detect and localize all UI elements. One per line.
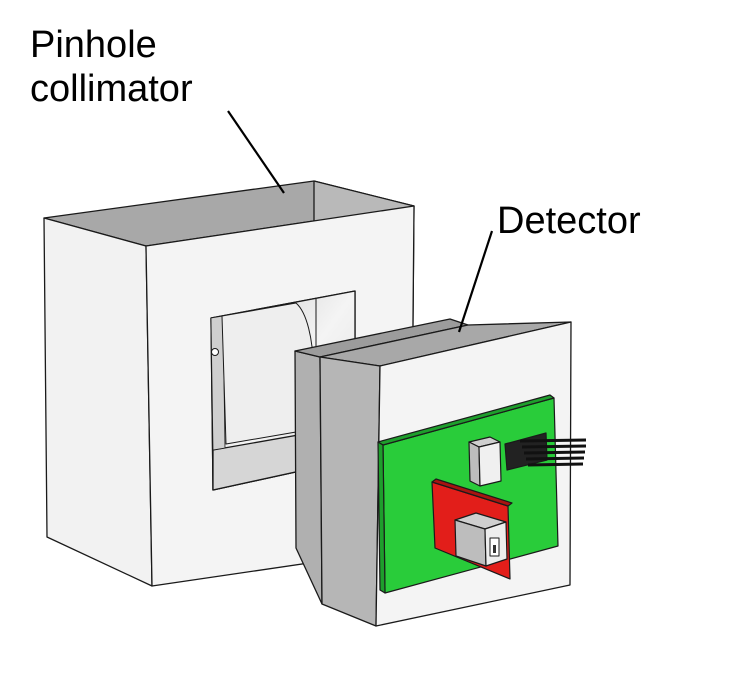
component-chip-side bbox=[468, 441, 481, 487]
red-bracket-edge bbox=[431, 478, 513, 507]
collimator-leader-line bbox=[227, 110, 285, 194]
pinhole-aperture bbox=[211, 348, 219, 356]
detector-label: Detector bbox=[497, 200, 641, 242]
collimator-label: Pinhole collimator bbox=[30, 23, 193, 111]
collimator-label-line1: Pinhole bbox=[30, 24, 157, 66]
detector-side-face bbox=[319, 356, 381, 627]
collimator-front-face bbox=[43, 217, 153, 587]
connector-port-inner bbox=[493, 545, 496, 553]
component-chip-front bbox=[478, 441, 502, 487]
detector-backplate-front bbox=[294, 350, 323, 605]
pin-header-pins bbox=[519, 438, 587, 467]
detector-leader-line bbox=[457, 230, 494, 333]
collimator-label-line2: collimator bbox=[30, 68, 193, 110]
circuit-board bbox=[377, 394, 587, 594]
circuit-board-edge-side bbox=[377, 441, 386, 594]
